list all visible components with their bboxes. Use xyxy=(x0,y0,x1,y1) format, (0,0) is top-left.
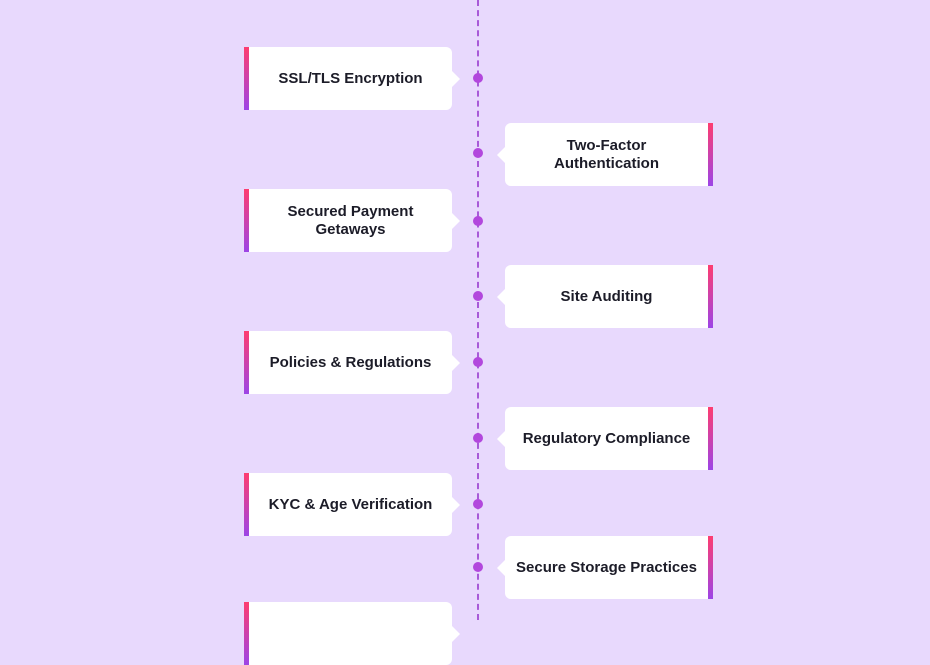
timeline-dot xyxy=(473,148,483,158)
timeline-dot xyxy=(473,73,483,83)
timeline-card-secure-storage-practices: Secure Storage Practices xyxy=(497,536,713,599)
timeline-card-label: Two-Factor Authentication xyxy=(554,136,659,172)
timeline-card-site-auditing: Site Auditing xyxy=(497,265,713,328)
timeline-card-two-factor-authentication: Two-Factor Authentication xyxy=(497,123,713,186)
timeline-card-label: KYC & Age Verification xyxy=(268,495,433,513)
timeline-dot xyxy=(473,562,483,572)
timeline-card-label: Policies & Regulations xyxy=(269,353,432,371)
timeline-dot xyxy=(473,433,483,443)
timeline-card-ssl-tls-encryption: SSL/TLS Encryption xyxy=(244,47,460,110)
timeline-card-partial xyxy=(244,602,460,665)
timeline-card-label: Secured Payment Getaways xyxy=(287,202,414,238)
timeline-dot xyxy=(473,499,483,509)
timeline-line xyxy=(477,0,479,620)
timeline-card-label: Secure Storage Practices xyxy=(516,558,697,576)
timeline-card-kyc-age-verification: KYC & Age Verification xyxy=(244,473,460,536)
timeline-card-policies-regulations: Policies & Regulations xyxy=(244,331,460,394)
timeline-dot xyxy=(473,357,483,367)
timeline-card-label: Regulatory Compliance xyxy=(522,429,691,447)
timeline-card-label: SSL/TLS Encryption xyxy=(278,69,423,87)
timeline-dot xyxy=(473,216,483,226)
timeline-card-secured-payment-getaways: Secured Payment Getaways xyxy=(244,189,460,252)
timeline-card-regulatory-compliance: Regulatory Compliance xyxy=(497,407,713,470)
timeline-card-label: Site Auditing xyxy=(560,287,653,305)
timeline-dot xyxy=(473,291,483,301)
